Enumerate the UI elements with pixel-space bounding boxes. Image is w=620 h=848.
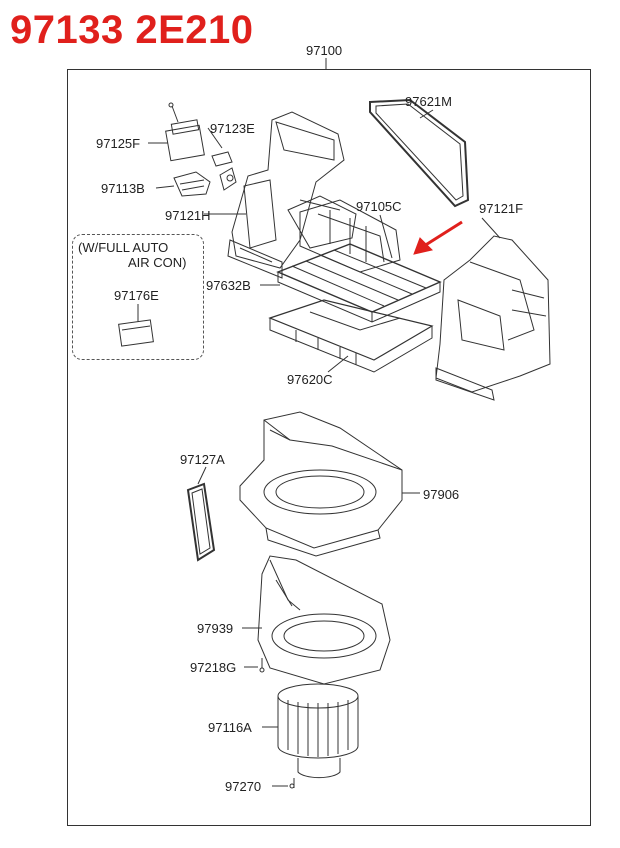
assembly-label: 97100 (306, 43, 343, 58)
callout-97939: 97939 (197, 621, 234, 636)
blower-housing-97906 (239, 411, 403, 557)
callout-97218g: 97218G (190, 660, 237, 675)
part-number-title: 97133 2E210 (10, 8, 254, 52)
sensor-97176e (118, 319, 154, 347)
lower-case-97939 (257, 555, 391, 685)
callout-97176e: 97176E (114, 288, 159, 303)
screw-97270 (289, 783, 295, 789)
callout-97620c: 97620C (287, 372, 333, 387)
air-filter-97632b (276, 243, 442, 323)
clip-97123e (211, 151, 237, 191)
actuator-97125f (165, 102, 205, 162)
note-line-1: (W/FULL AUTO (78, 240, 169, 255)
callout-97125f: 97125F (96, 136, 141, 151)
red-arrow-icon (413, 220, 463, 255)
note-box (72, 234, 204, 360)
diagram-frame (67, 69, 591, 826)
seal-ring-97621m (369, 98, 470, 208)
callout-97105c: 97105C (356, 199, 402, 214)
seal-97127a (186, 482, 216, 562)
callout-97621m: 97621M (405, 94, 452, 109)
resistor-97113b (173, 171, 211, 197)
callout-97121h: 97121H (165, 208, 211, 223)
callout-97632b: 97632B (206, 278, 251, 293)
callout-97121f: 97121F (479, 201, 524, 216)
case-97105c (299, 199, 401, 273)
screw-97218g (259, 658, 265, 673)
upper-case-97121h (227, 111, 357, 279)
callout-97116a: 97116A (208, 720, 252, 735)
upper-case-97121f (435, 235, 551, 401)
blower-motor-97116a (277, 683, 359, 788)
callout-97113b: 97113B (101, 181, 145, 196)
filter-cover-97620c (268, 299, 434, 373)
note-line-2: AIR CON) (128, 255, 187, 270)
callout-97123e: 97123E (210, 121, 255, 136)
callout-97270: 97270 (225, 779, 262, 794)
callout-97906: 97906 (423, 487, 460, 502)
callout-97127a: 97127A (180, 452, 225, 467)
